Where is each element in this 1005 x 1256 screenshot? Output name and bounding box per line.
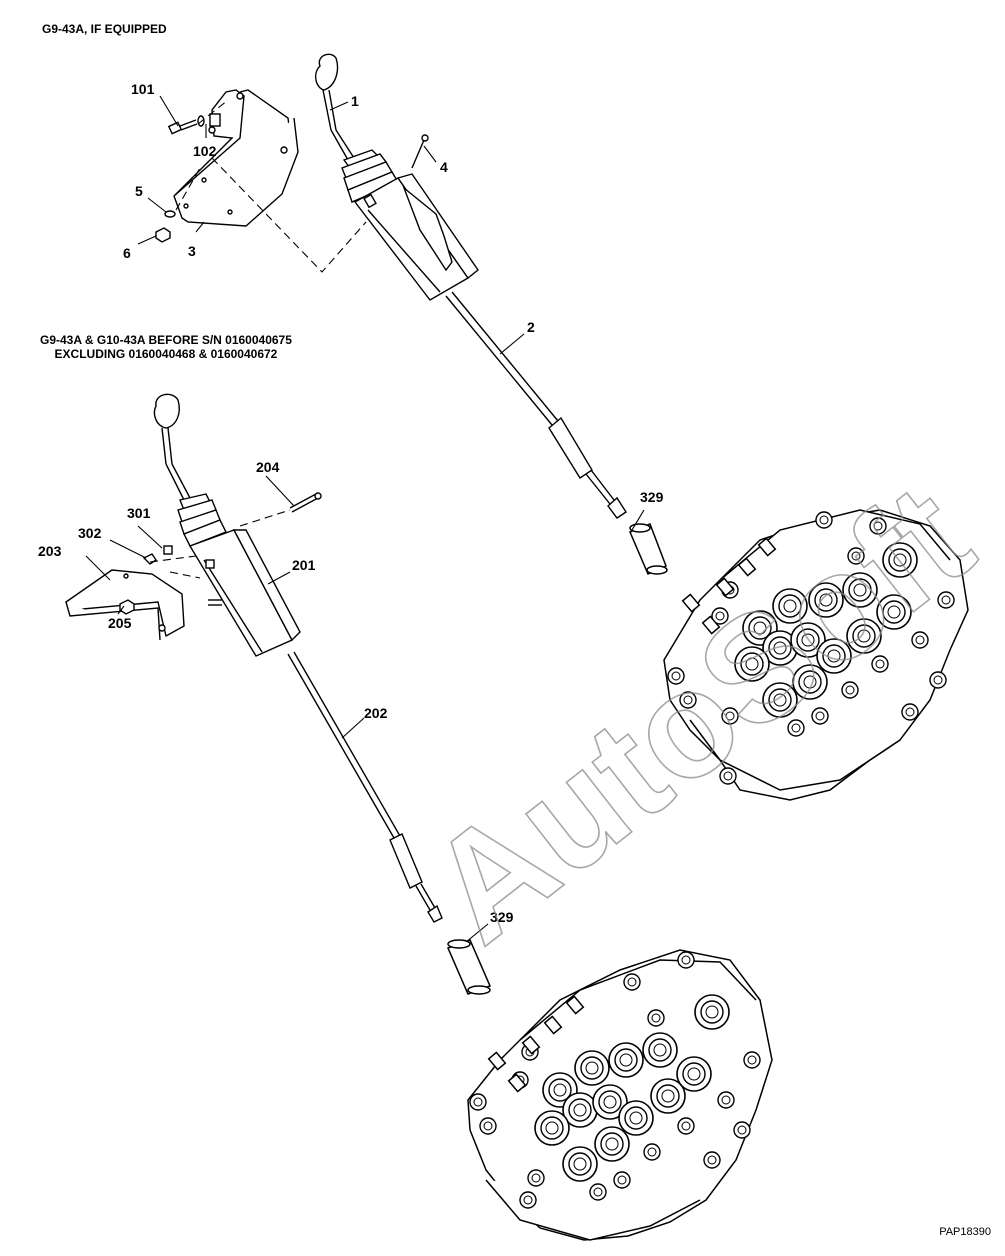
ferrule-329-upper — [629, 523, 668, 575]
callout-201: 201 — [292, 557, 316, 573]
upper-assembly — [155, 53, 627, 519]
nut-6 — [155, 227, 171, 243]
callout-102: 102 — [193, 143, 217, 159]
header-before-serial-line2: EXCLUDING 0160040468 & 0160040672 — [54, 347, 278, 361]
pin-204 — [289, 492, 322, 513]
callout-4: 4 — [440, 159, 448, 175]
header-g9-43a: G9-43A, IF EQUIPPED — [42, 22, 167, 36]
ferrule-329-lower — [446, 939, 492, 995]
lower-assembly — [65, 393, 443, 923]
phantom-lines-lower — [149, 509, 291, 579]
control-cable-upper — [445, 291, 627, 519]
header-before-serial: G9-43A & G10-43A BEFORE S/N 0160040675 E… — [40, 333, 292, 361]
callout-5: 5 — [135, 183, 143, 199]
control-valve-upper — [629, 509, 969, 801]
washer-5 — [164, 210, 176, 218]
callout-301: 301 — [127, 505, 151, 521]
callout-329-upper: 329 — [640, 489, 664, 505]
callout-1: 1 — [351, 93, 359, 109]
figure-id: PAP18390 — [939, 1226, 991, 1238]
callout-204: 204 — [256, 459, 280, 475]
callout-205: 205 — [108, 615, 132, 631]
callout-6: 6 — [123, 245, 131, 261]
upper-valve-spool-ends — [681, 537, 777, 635]
callout-329-lower: 329 — [490, 909, 514, 925]
header-before-serial-line1: G9-43A & G10-43A BEFORE S/N 0160040675 — [40, 333, 292, 347]
callout-203: 203 — [38, 543, 62, 559]
phantom-lines-upper — [175, 99, 367, 273]
control-lever-upper — [314, 53, 479, 301]
callout-302: 302 — [78, 525, 102, 541]
washer-302 — [142, 553, 157, 565]
callout-3: 3 — [188, 243, 196, 259]
control-valve-lower — [446, 939, 773, 1241]
fastener-101 — [167, 119, 198, 135]
mounting-bracket-upper — [173, 89, 299, 227]
pin-4 — [411, 134, 429, 169]
nut-205 — [119, 599, 135, 615]
lower-valve-spool-ends — [487, 995, 585, 1093]
callout-202: 202 — [364, 705, 388, 721]
control-lever-lower — [153, 393, 301, 657]
control-cable-lower — [287, 651, 443, 923]
callout-101: 101 — [131, 81, 155, 97]
callout-2: 2 — [527, 319, 535, 335]
callout-numbers: 101 102 5 6 3 1 4 2 329 204 301 302 203 … — [38, 81, 664, 925]
leader-lines — [85, 95, 645, 943]
bolt-301 — [163, 545, 173, 555]
